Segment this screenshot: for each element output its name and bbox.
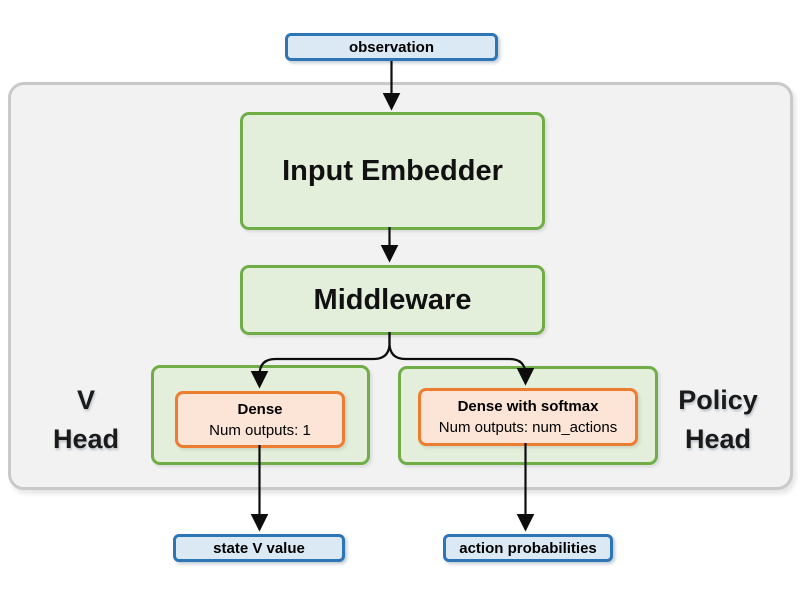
v-head-label-line2: Head — [52, 424, 120, 454]
v-head-label: V Head — [26, 381, 146, 459]
observation-node: observation — [285, 33, 498, 61]
state-v-value-node: state V value — [173, 534, 345, 562]
v-head-dense-title: Dense — [237, 400, 283, 418]
v-head-dense-node: Dense Num outputs: 1 — [175, 391, 345, 448]
action-probabilities-label: action probabilities — [459, 539, 597, 557]
middleware-node: Middleware — [240, 265, 545, 335]
policy-head-label: Policy Head — [658, 381, 778, 459]
v-head-dense-subtitle: Num outputs: 1 — [209, 421, 311, 439]
policy-head-label-line2: Head — [684, 424, 752, 454]
policy-head-dense-title: Dense with softmax — [457, 398, 599, 415]
state-v-value-label: state V value — [213, 539, 305, 557]
observation-label: observation — [348, 38, 435, 56]
policy-head-dense-subtitle: Num outputs: num_actions — [438, 419, 618, 436]
policy-head-label-line1: Policy — [678, 385, 758, 415]
v-head-label-line1: V — [76, 385, 95, 415]
input-embedder-node: Input Embedder — [240, 112, 545, 230]
input-embedder-label: Input Embedder — [282, 154, 503, 187]
policy-head-dense-node: Dense with softmax Num outputs: num_acti… — [418, 388, 638, 446]
action-probabilities-node: action probabilities — [443, 534, 613, 562]
middleware-label: Middleware — [313, 283, 472, 316]
